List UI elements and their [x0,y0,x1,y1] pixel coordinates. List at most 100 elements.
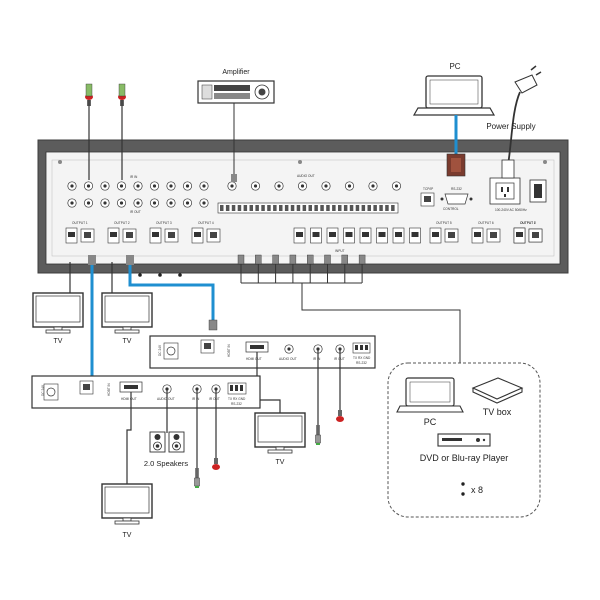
rx1-irin-label: IR IN [313,357,321,361]
terminal-pin [373,205,377,211]
terminal-pin [255,205,259,211]
ir-receiver-probe-rx2 [193,467,201,489]
tv-bottom-label: TV [123,532,132,539]
tv-receiver1-label: TV [276,459,285,466]
source-pc-label: PC [424,417,437,427]
output-label: OUTPUT 6 [478,221,494,225]
tv-left-icon [32,292,84,334]
speakers-icon [149,431,185,453]
input-plug [289,254,297,265]
output-label: OUTPUT 2 [114,221,130,225]
hdbt-receiver-bottom [31,375,261,409]
hdbt-receiver-top [149,335,376,369]
terminal-pin [320,205,324,211]
terminal-pin [361,205,366,211]
terminal-pin [343,205,348,211]
input-label: INPUT [335,249,345,253]
terminal-pin [261,205,265,211]
terminal-pin [273,205,277,211]
ir-out-jack [166,198,176,208]
output-label: OUTPUT 5 [436,221,452,225]
audio-out-jack [391,181,402,191]
input-hdmi-port [376,227,388,244]
terminal-pin [367,205,371,211]
audio-out-jack [227,181,237,191]
input-plug [358,254,366,265]
matrix-switcher [37,139,569,277]
ir-receiver-cable-2 [118,94,126,180]
tv-receiver1-icon [254,412,306,454]
rs232-label: RS-232 [451,187,462,191]
terminal-pin [338,205,342,211]
source-player-label: DVD or Blu-ray Player [420,453,509,463]
ir-out-jack [199,198,209,208]
tv-left-label: TV [54,338,63,345]
output-hdbt-port [528,228,543,243]
output-hdmi-port [429,227,442,244]
terminal-pin [391,205,395,211]
output-hdmi-port [191,227,204,244]
terminal-pin [326,205,330,211]
ir-out-jack [83,198,94,208]
power-switch [529,179,547,203]
terminal-pin [355,205,360,211]
output-label: OUTPUT 3 [156,221,172,225]
input-hdmi-port [310,227,322,244]
audio-terminal-block [217,202,399,214]
input-hdmi-port [409,227,421,244]
ir-in-jacks [67,181,209,191]
audio-out-jack [368,181,378,191]
rx1-rs232-label: TX RX GND [353,356,371,360]
input-hdmi-port [326,227,339,244]
input-hdmi-port [392,227,405,244]
tv-bottom-icon [101,483,153,525]
ir-in-jack [67,181,77,191]
ir-receiver-probe-rx1 [314,424,322,446]
terminal-pin [385,205,389,211]
terminal-pin [243,205,248,211]
terminal-pin [249,205,253,211]
output-hdbt-port [444,228,459,243]
rx2-irout-label: IR OUT [209,397,220,401]
ir-out-label: IR OUT [130,210,141,214]
tv-mid-label: TV [123,338,132,345]
rx2-rs232-label: TX RX GND [228,397,246,401]
terminal-pin [308,205,312,211]
terminal-pin [290,205,295,211]
terminal-pin [302,205,307,211]
source-tvbox-label: TV box [483,407,512,417]
audio-out-jack [250,181,261,191]
ir-in-jack [133,181,143,191]
ir-in-jack [83,181,94,191]
input-plug [341,254,348,265]
output-hdmi-port [149,227,162,244]
output-label: OUTPUT 8 [520,221,536,225]
rx2-hdbt-label: HDBT IN [107,383,111,396]
ellipsis-dot-2 [461,492,465,496]
amplifier-label: Amplifier [222,69,250,76]
ir-out-jack [133,198,143,208]
output-hdmi-port [471,227,484,244]
ellipsis-dot-1 [461,482,465,486]
output-hdmi-port [65,227,78,244]
output-label: OUTPUT 7 [520,221,536,225]
ir-out-jack [100,198,110,208]
ir-in-jack [166,181,176,191]
audio-out-jack [321,181,331,191]
power-rating: 100-240V AC 50/60Hz [495,208,527,212]
output-hdmi-port [513,227,526,244]
ir-out-jack [149,198,160,208]
power-supply-label: Power Supply [486,122,535,131]
output-hdmi-port [107,227,120,244]
input-plug [237,254,245,265]
input-hdmi-port [293,227,306,244]
hdbt-cable-2 [128,262,215,322]
source-trunk [301,283,461,363]
output-hdbt-port [80,228,95,243]
audio-out-label: AUDIO OUT [297,174,315,178]
tv-mid-icon [101,292,153,334]
ir-in-jack [116,181,127,191]
power-inlet [489,177,521,205]
